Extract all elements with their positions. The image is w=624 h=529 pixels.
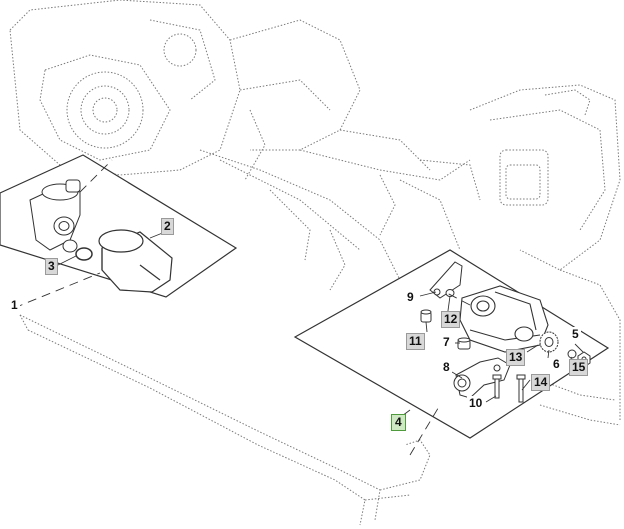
callout-12[interactable]: 12 — [441, 311, 461, 328]
callout-13[interactable]: 13 — [506, 349, 526, 366]
fitting-11 — [420, 309, 432, 323]
o-ring — [75, 247, 93, 261]
leader-lines — [57, 231, 584, 417]
filter-cartridge — [98, 229, 173, 293]
callout-14[interactable]: 14 — [531, 374, 551, 391]
frame-rail — [19, 314, 431, 526]
callout-9: 9 — [405, 290, 416, 305]
callout-7: 7 — [441, 335, 452, 350]
callout-11[interactable]: 11 — [406, 333, 425, 350]
callout-10: 10 — [467, 396, 485, 411]
filter-head — [29, 179, 81, 253]
bracket — [429, 261, 463, 299]
seal — [457, 337, 471, 350]
hydraulic-pump — [459, 285, 549, 353]
callout-15[interactable]: 15 — [569, 359, 589, 376]
washer — [567, 349, 577, 359]
suction-tube — [453, 357, 511, 399]
callout-6: 6 — [551, 357, 562, 372]
callout-1: 1 — [9, 298, 20, 313]
callout-3[interactable]: 3 — [45, 258, 58, 275]
bolt-10 — [492, 374, 502, 399]
fitting-12 — [445, 289, 455, 297]
drive-gear — [539, 331, 559, 353]
bolt-14 — [516, 374, 526, 403]
callout-5: 5 — [570, 327, 581, 342]
assembly-dash-lines — [13, 159, 471, 456]
callout-4[interactable]: 4 — [391, 414, 406, 431]
callout-2[interactable]: 2 — [161, 218, 174, 235]
callout-8: 8 — [441, 360, 452, 375]
tractor-background — [9, 0, 621, 426]
